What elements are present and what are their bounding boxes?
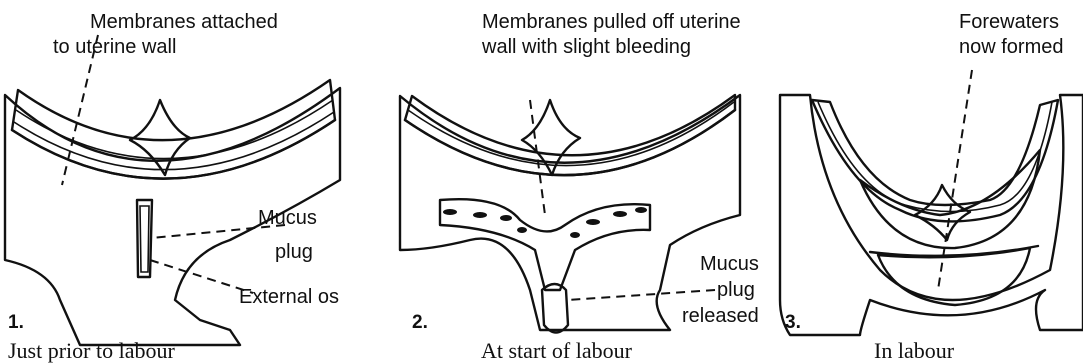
- panel-number-1: 1.: [8, 312, 24, 333]
- panel-number-2: 2.: [412, 312, 428, 333]
- label-mucus-line1: Mucus: [258, 207, 317, 229]
- label-mucus2-line1: Mucus: [700, 253, 759, 275]
- panel-2: Membranes pulled off uterine wall with s…: [400, 11, 759, 363]
- caption-3: In labour: [874, 338, 955, 363]
- mucus-plug-1: [140, 206, 149, 272]
- label-forewaters-line2: now formed: [959, 36, 1064, 58]
- caption-1: Just prior to labour: [8, 338, 175, 363]
- label-membranes-attached-line1: Membranes attached: [90, 11, 278, 33]
- panel-1: Membranes attached to uterine wall Mucus…: [5, 11, 340, 363]
- mucus-plug-2: [542, 284, 568, 333]
- label-membranes-attached-line2: to uterine wall: [53, 36, 176, 58]
- label-mucus2-line2: plug: [717, 279, 755, 301]
- cervical-canal-1: [137, 200, 152, 277]
- label-external-os: External os: [239, 286, 339, 308]
- panel-3: Forewaters now formed 3. In labour: [780, 11, 1083, 363]
- membranes-1: [12, 80, 335, 179]
- panel-number-3: 3.: [785, 312, 801, 333]
- label-forewaters-line1: Forewaters: [959, 11, 1059, 33]
- label-mucus-line2: plug: [275, 241, 313, 263]
- label-membranes-pulled-line1: Membranes pulled off uterine: [482, 11, 741, 33]
- label-mucus2-line3: released: [682, 305, 759, 327]
- label-membranes-pulled-line2: wall with slight bleeding: [481, 36, 691, 58]
- fetal-suture-1: [130, 100, 190, 175]
- caption-2: At start of labour: [481, 338, 633, 363]
